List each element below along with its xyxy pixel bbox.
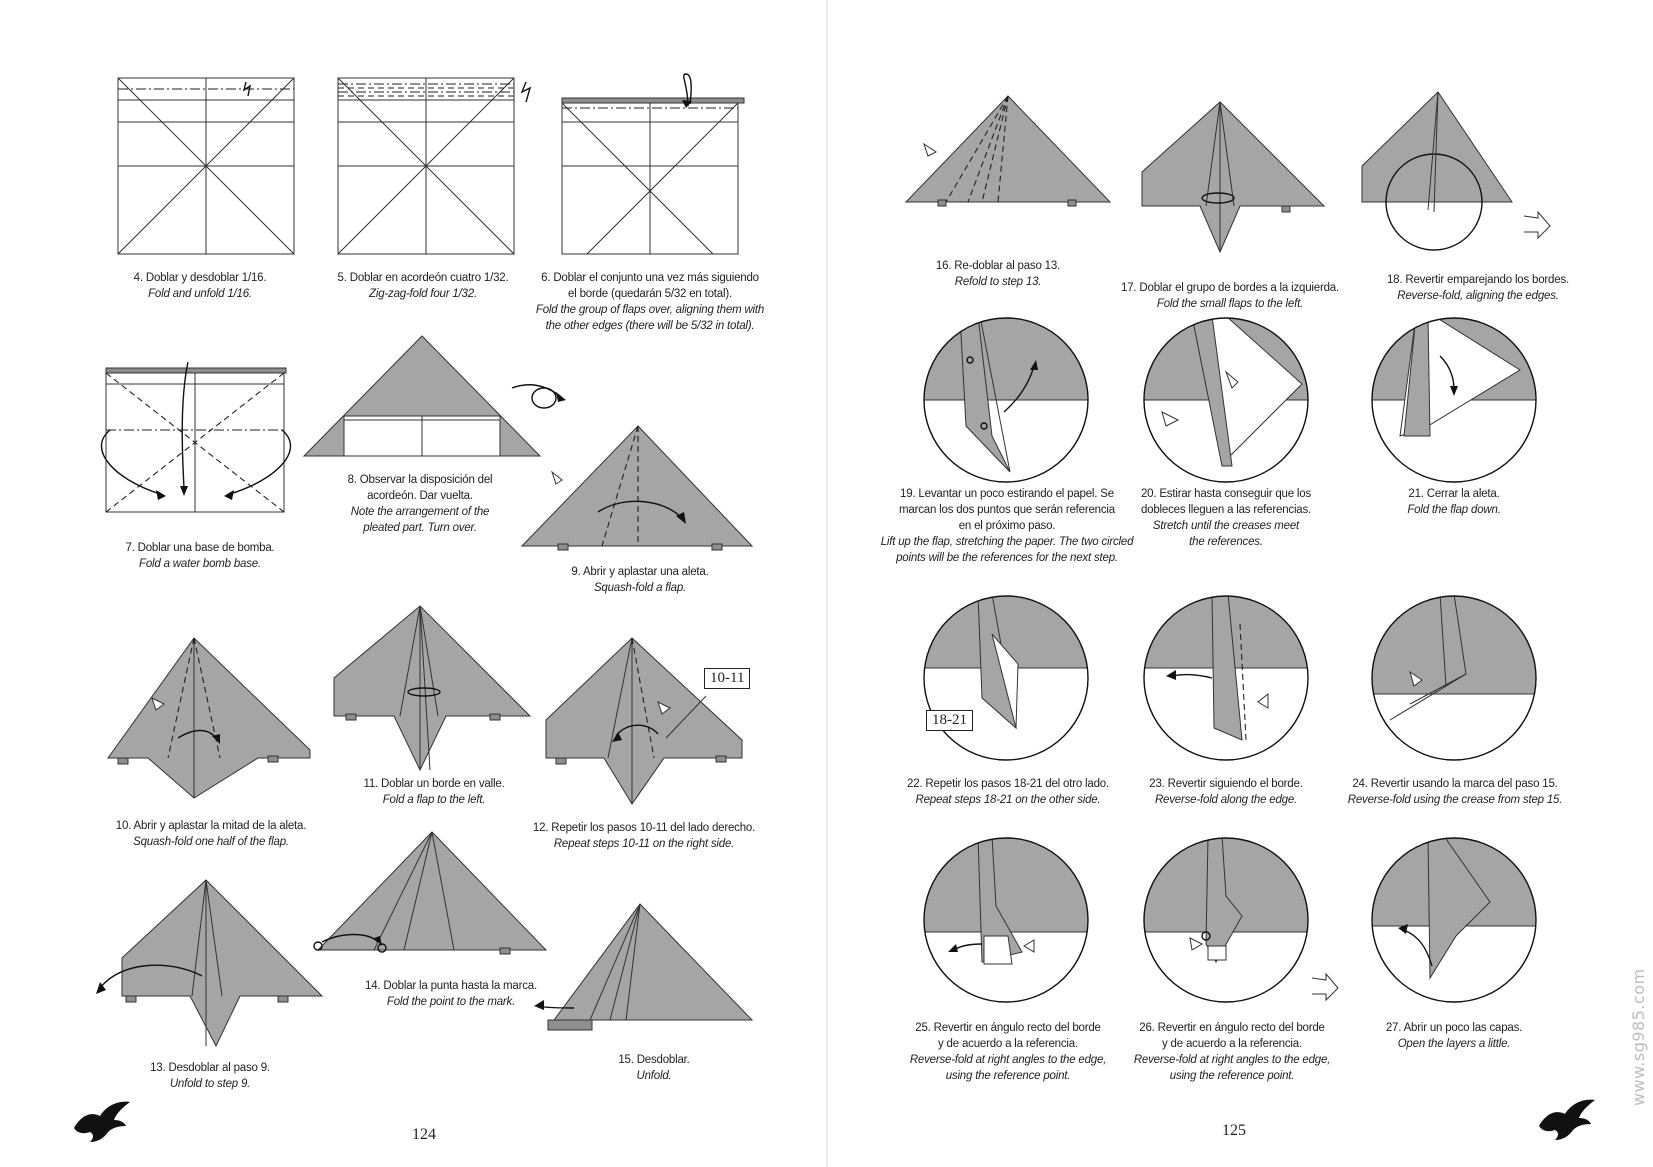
eagle-silhouette-icon xyxy=(74,1101,130,1142)
step-20-diagram xyxy=(1143,317,1309,483)
step-23-diagram xyxy=(1143,595,1309,761)
step-15-diagram xyxy=(534,903,754,1031)
step-18-diagram xyxy=(1361,91,1551,251)
step-24-caption: 24. Revertir usando la marca del paso 15… xyxy=(1347,778,1563,806)
step-11-caption: 11. Doblar un borde en valle.Fold a flap… xyxy=(363,778,505,806)
step-6-diagram xyxy=(561,73,745,255)
step-16-caption: 16. Re-doblar al paso 13.Refold to step … xyxy=(935,260,1061,288)
step-4-caption: 4. Doblar y desdoblar 1/16.Fold and unfo… xyxy=(133,272,267,300)
step-25-diagram xyxy=(923,837,1089,1003)
watermark: www.sg985.com xyxy=(1629,968,1648,1106)
step-14-caption: 14. Doblar la punta hasta la marca.Fold … xyxy=(365,980,537,1008)
eagle-silhouette-icon xyxy=(1539,1099,1595,1140)
step-6-caption: 6. Doblar el conjunto una vez más siguie… xyxy=(535,272,765,332)
step-9-caption: 9. Abrir y aplastar una aleta.Squash-fol… xyxy=(571,566,709,594)
right-page: 16. Re-doblar al paso 13.Refold to step … xyxy=(826,0,1653,1167)
step-12-diagram xyxy=(545,637,743,805)
step-24-diagram xyxy=(1371,595,1537,761)
right-page-number: 125 xyxy=(1222,1122,1246,1139)
step-14-diagram xyxy=(313,831,548,955)
step-5-caption: 5. Doblar en acordeón cuatro 1/32.Zig-za… xyxy=(337,272,509,300)
step-13-caption: 13. Desdoblar al paso 9.Unfold to step 9… xyxy=(150,1062,270,1090)
step-27-caption: 27. Abrir un poco las capas.Open the lay… xyxy=(1385,1022,1523,1050)
step-5-diagram xyxy=(337,77,532,255)
step-7-caption: 7. Doblar una base de bomba.Fold a water… xyxy=(125,542,275,570)
step-18-caption: 18. Revertir emparejando los bordes.Reve… xyxy=(1386,274,1569,302)
step-7-diagram xyxy=(100,361,292,513)
step-23-caption: 23. Revertir siguiendo el borde.Reverse-… xyxy=(1149,778,1303,806)
step-26-diagram xyxy=(1143,837,1339,1003)
step-13-diagram xyxy=(96,879,324,1048)
step-16-diagram xyxy=(904,95,1112,207)
ref-steps-18-21-label: 18-21 xyxy=(926,710,973,731)
step-4-diagram xyxy=(117,77,295,255)
step-10-caption: 10. Abrir y aplastar la mitad de la alet… xyxy=(115,820,307,848)
step-21-diagram xyxy=(1371,317,1537,483)
step-17-diagram xyxy=(1141,101,1326,254)
step-17-caption: 17. Doblar el grupo de bordes a la izqui… xyxy=(1121,282,1339,310)
step-22-caption: 22. Repetir los pasos 18-21 del otro lad… xyxy=(907,778,1109,806)
left-page: 4. Doblar y desdoblar 1/16.Fold and unfo… xyxy=(0,0,826,1167)
step-27-diagram xyxy=(1371,837,1537,1003)
step-21-caption: 21. Cerrar la aleta.Fold the flap down. xyxy=(1407,488,1501,516)
step-11-diagram xyxy=(333,605,532,772)
left-page-number: 124 xyxy=(412,1126,436,1143)
book-gutter xyxy=(826,0,828,1167)
step-15-caption: 15. Desdoblar.Unfold. xyxy=(618,1054,690,1082)
step-12-caption: 12. Repetir los pasos 10-11 del lado der… xyxy=(532,822,756,850)
step-9-diagram xyxy=(520,425,754,551)
step-8-diagram xyxy=(302,335,566,457)
step-19-caption: 19. Levantar un poco estirando el papel.… xyxy=(880,488,1134,564)
step-10-diagram xyxy=(107,637,311,799)
ref-steps-10-11-label: 10-11 xyxy=(704,668,751,689)
step-19-diagram xyxy=(923,317,1089,483)
step-22-diagram xyxy=(923,595,1089,761)
